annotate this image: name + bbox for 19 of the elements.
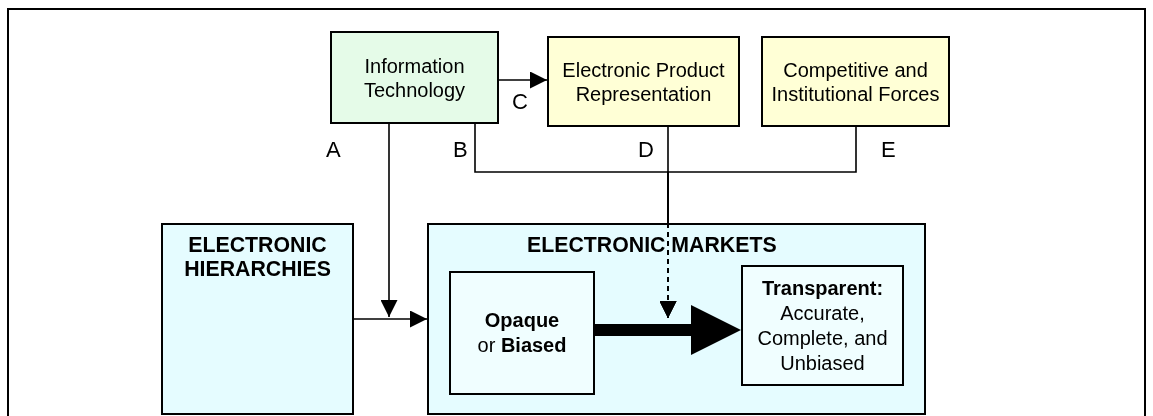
- arrow: [380, 123, 398, 318]
- panel-title: ELECTRONIC HIERARCHIES: [183, 233, 332, 281]
- group-panel: [427, 223, 926, 415]
- box-label: Competitive and Institutional Forces: [770, 57, 941, 106]
- thick-arrow: [595, 305, 741, 355]
- box-label: Electronic Product Representation: [561, 57, 726, 106]
- box-label: Transparent: Accurate, Complete, and Unbiased: [756, 275, 889, 376]
- process-box: [547, 36, 740, 127]
- process-box: [330, 31, 499, 124]
- state-box: [741, 265, 904, 386]
- arrow: [353, 310, 428, 328]
- box-label: Opaque or Biased: [476, 308, 568, 358]
- group-panel: [161, 223, 354, 415]
- process-box: [761, 36, 950, 127]
- panel-title: ELECTRONIC MARKETS: [527, 233, 777, 257]
- arrow: [498, 71, 548, 89]
- box-label: Information Technology: [362, 53, 467, 102]
- state-box: [449, 271, 595, 395]
- dashed-arrow: [659, 126, 857, 319]
